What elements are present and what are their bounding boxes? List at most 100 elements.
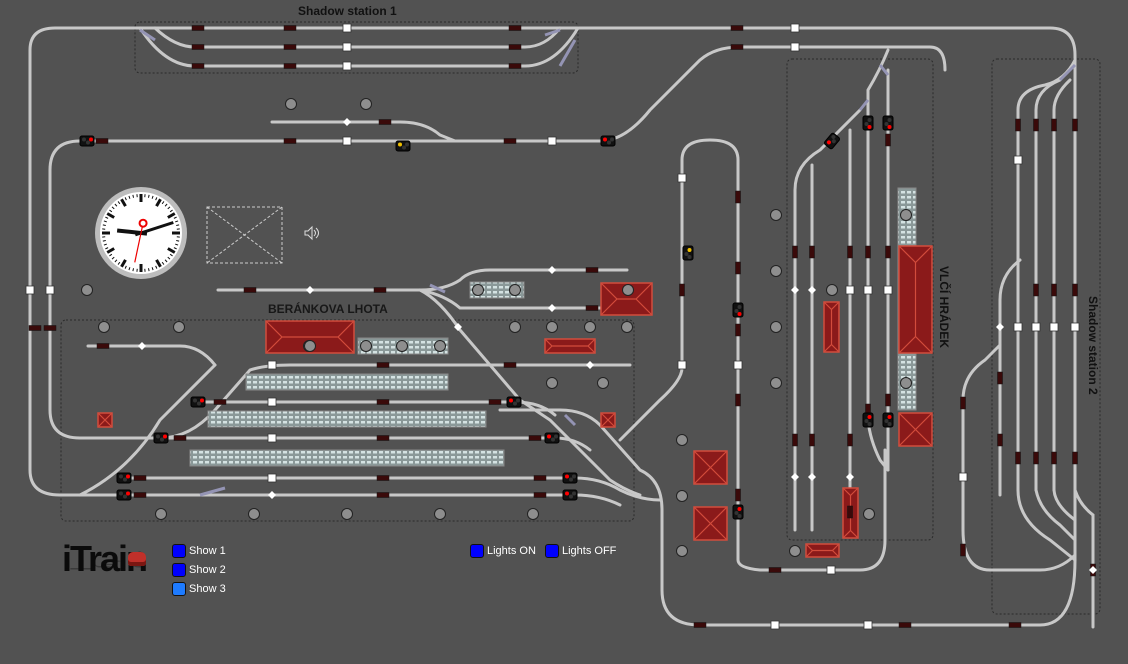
block-section[interactable] bbox=[376, 475, 390, 481]
block-section[interactable] bbox=[376, 492, 390, 498]
switch-sensor[interactable] bbox=[268, 491, 276, 499]
block-section[interactable] bbox=[1051, 451, 1057, 465]
lamp[interactable] bbox=[900, 377, 912, 389]
block-section[interactable] bbox=[376, 399, 390, 405]
block-section[interactable] bbox=[508, 63, 522, 69]
building-hut[interactable] bbox=[97, 412, 113, 428]
lamp[interactable] bbox=[81, 284, 93, 296]
switch-branch[interactable] bbox=[544, 28, 561, 37]
block-section[interactable] bbox=[847, 505, 853, 519]
block-section[interactable] bbox=[43, 325, 57, 331]
block-section[interactable] bbox=[503, 362, 517, 368]
block-section[interactable] bbox=[1015, 451, 1021, 465]
track-segment[interactable] bbox=[270, 120, 457, 143]
block-section[interactable] bbox=[792, 245, 798, 259]
block-section[interactable] bbox=[792, 433, 798, 447]
block-section[interactable] bbox=[508, 44, 522, 50]
lamp[interactable] bbox=[509, 284, 521, 296]
track-segment[interactable] bbox=[216, 268, 629, 292]
sensor-contact[interactable] bbox=[845, 285, 855, 295]
block-section[interactable] bbox=[735, 190, 741, 204]
lamp[interactable] bbox=[396, 340, 408, 352]
signal[interactable] bbox=[506, 396, 522, 408]
signal[interactable] bbox=[544, 432, 560, 444]
sensor-contact[interactable] bbox=[267, 473, 277, 483]
block-section[interactable] bbox=[528, 435, 542, 441]
track-segment[interactable] bbox=[1052, 78, 1072, 492]
lamp[interactable] bbox=[676, 490, 688, 502]
signal[interactable] bbox=[882, 115, 894, 131]
signal[interactable] bbox=[732, 504, 744, 520]
switch-branch[interactable] bbox=[563, 413, 577, 427]
block-section[interactable] bbox=[847, 245, 853, 259]
switch-branch[interactable] bbox=[429, 283, 446, 294]
signal[interactable] bbox=[862, 115, 874, 131]
switch-sensor[interactable] bbox=[996, 323, 1004, 331]
sensor-contact[interactable] bbox=[342, 61, 352, 71]
track-segment[interactable] bbox=[1034, 78, 1062, 492]
switch-branch[interactable] bbox=[878, 64, 890, 76]
block-section[interactable] bbox=[1072, 451, 1078, 465]
track-segment[interactable] bbox=[961, 528, 1077, 572]
signal[interactable] bbox=[823, 132, 841, 150]
lamp[interactable] bbox=[341, 508, 353, 520]
signal[interactable] bbox=[190, 396, 206, 408]
sensor-contact[interactable] bbox=[267, 360, 277, 370]
switch-branch[interactable] bbox=[139, 28, 156, 42]
signal[interactable] bbox=[153, 432, 169, 444]
block-section[interactable] bbox=[735, 261, 741, 275]
lamp[interactable] bbox=[434, 340, 446, 352]
block-section[interactable] bbox=[1072, 283, 1078, 297]
lamp[interactable] bbox=[676, 434, 688, 446]
track-segment[interactable] bbox=[1052, 488, 1077, 522]
building-small[interactable] bbox=[823, 301, 840, 353]
sensor-contact[interactable] bbox=[1049, 322, 1059, 332]
sensor-contact[interactable] bbox=[863, 620, 873, 630]
track-segment[interactable] bbox=[158, 436, 592, 452]
lamp[interactable] bbox=[304, 340, 316, 352]
block-section[interactable] bbox=[1015, 118, 1021, 132]
track-segment[interactable] bbox=[128, 476, 662, 502]
sensor-contact[interactable] bbox=[790, 42, 800, 52]
sensor-contact[interactable] bbox=[267, 433, 277, 443]
sensor-contact[interactable] bbox=[826, 565, 836, 575]
track-segment[interactable] bbox=[48, 45, 947, 292]
switch-sensor[interactable] bbox=[791, 473, 799, 481]
block-section[interactable] bbox=[585, 267, 599, 273]
sensor-contact[interactable] bbox=[883, 285, 893, 295]
sensor-contact[interactable] bbox=[1031, 322, 1041, 332]
block-section[interactable] bbox=[1033, 451, 1039, 465]
signal[interactable] bbox=[562, 489, 578, 501]
building-hut[interactable] bbox=[600, 412, 616, 428]
block-section[interactable] bbox=[997, 433, 1003, 447]
sensor-contact[interactable] bbox=[790, 23, 800, 33]
switch-sensor[interactable] bbox=[1089, 566, 1097, 574]
lamp[interactable] bbox=[546, 321, 558, 333]
lamp[interactable] bbox=[360, 98, 372, 110]
sensor-contact[interactable] bbox=[770, 620, 780, 630]
signal[interactable] bbox=[862, 412, 874, 428]
switch-sensor[interactable] bbox=[343, 118, 351, 126]
block-section[interactable] bbox=[865, 245, 871, 259]
sensor-contact[interactable] bbox=[342, 136, 352, 146]
sensor-contact[interactable] bbox=[342, 23, 352, 33]
sensor-contact[interactable] bbox=[45, 285, 55, 295]
lamp[interactable] bbox=[360, 340, 372, 352]
sensor-contact[interactable] bbox=[267, 397, 277, 407]
block-section[interactable] bbox=[133, 475, 147, 481]
block-section[interactable] bbox=[960, 543, 966, 557]
block-section[interactable] bbox=[378, 119, 392, 125]
track-segment[interactable] bbox=[28, 288, 622, 507]
sensor-contact[interactable] bbox=[733, 360, 743, 370]
block-section[interactable] bbox=[768, 567, 782, 573]
block-section[interactable] bbox=[173, 435, 187, 441]
block-section[interactable] bbox=[693, 622, 707, 628]
switch-branch[interactable] bbox=[199, 486, 226, 497]
block-section[interactable] bbox=[1008, 622, 1022, 628]
switch-sensor[interactable] bbox=[138, 342, 146, 350]
block-section[interactable] bbox=[376, 435, 390, 441]
track-segment[interactable] bbox=[1073, 488, 1095, 629]
block-section[interactable] bbox=[373, 287, 387, 293]
sensor-contact[interactable] bbox=[958, 472, 968, 482]
track-segment[interactable] bbox=[1034, 488, 1077, 542]
